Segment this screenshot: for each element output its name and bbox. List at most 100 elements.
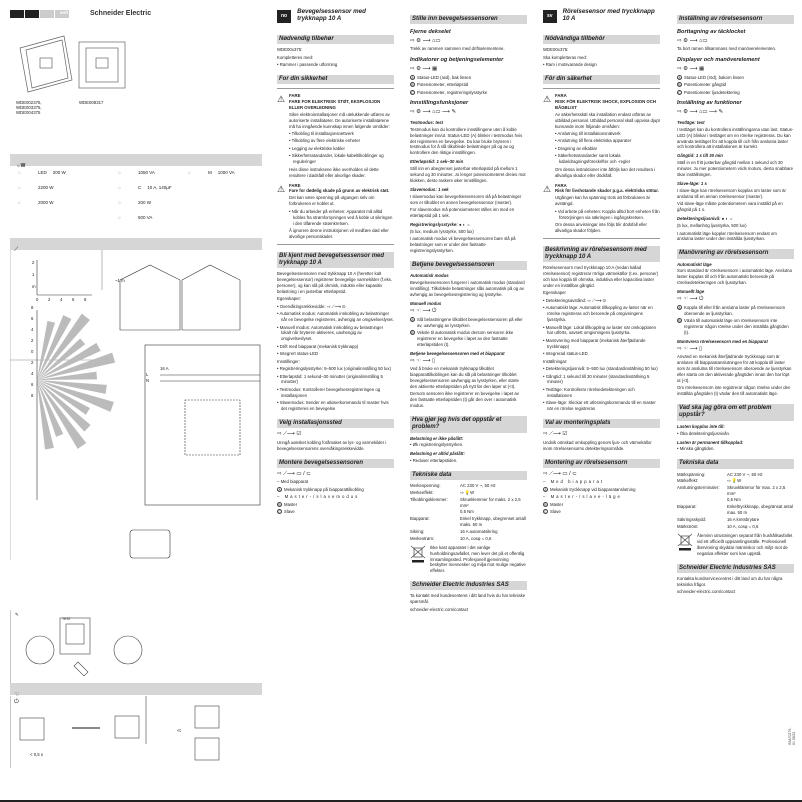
paragraph-heading: Lasten är permanent tillkopplad: [677,439,744,445]
axis-tick: 6 [72,297,75,302]
detection-zone [37,380,107,394]
paragraph: Undvik oönskad omkoppling genom ljus- oc… [543,439,652,451]
axis-tick: 0 [31,349,34,354]
list-item: Detekteringsavstånd: ⇨ ⟋⟶ ⊙ [543,298,660,304]
paragraph: Unngå uønsket kobling forårsaket av lys-… [277,439,387,451]
paragraph: Trekk av rammen sammen med driftselement… [410,46,505,52]
warning-text: Om dessa anvisningar inte följs blir död… [555,222,647,233]
detection-zone [37,380,90,415]
paragraph-heading: Automatiskt läge [677,261,712,267]
list-item: Etterløpstid: 1 sekund–30 minutter (orig… [277,374,394,386]
section-heading: För din säkerhet [543,74,660,85]
list-item: Integrert status-LED [277,351,394,357]
tech-data-row: Merkeeffekt:⇨ 💡W [410,490,527,496]
press-time-label: < 0,5 s [30,752,44,757]
settings-diagram [10,610,143,685]
paragraph-heading: Belastning er alltid påslått: [410,451,465,457]
load-row: ◌200 W [118,200,228,205]
axis-tick: 8 [31,393,34,398]
axis-tick: 2 [31,338,34,343]
paragraph: Använd en mekanisk återfjädrande tryckkn… [677,354,792,384]
procedure-symbols: ⇨ ⟋⟶ ☑ [543,431,568,438]
callout-marker: B [543,501,548,507]
warning-text: Av säkerhetsskäl ska installation endast… [555,111,660,129]
procedure-symbols: ⇨ ⚙ ⟶ ⌂▭ [677,37,708,44]
fluorescent-tube-icon: ◌ [118,170,121,175]
section-heading: For din sikkerhet [277,74,394,85]
section-heading: Val av monteringsplats [543,419,660,429]
callout-text: Master [550,501,564,507]
detection-zone [37,380,91,432]
detection-zone [37,380,54,450]
procedure-symbols: ⇨ ⚙ ⟶ ⌂▭ [410,37,441,44]
load-value: 200 W [52,170,66,175]
tech-data-row: Säkringsskydd:16 A kretsbrytare [677,517,794,523]
tech-data-value: ⇨ 💡W [727,478,742,484]
axis-tick: 2 [32,260,35,265]
tech-data-row: Biapparat:Enkeltryckknapp, obegränsat an… [677,504,794,516]
procedure-symbols: ⇨ ☜ ⟶ ⏻ [677,296,704,303]
callout-text: Koppla till eller från anslutna laster p… [684,304,786,316]
hand-press-icon: ☜ [14,692,20,698]
weee-notice: Återvinn utrustningen separat från hushå… [677,533,794,557]
callout-text: Slå belastningene tilkoblet bevegelsesse… [417,316,523,328]
tech-data-label: Biapparat: [410,516,430,521]
halogen-lamp-icon: ◌ [18,200,21,205]
motor-icon: ◌ [188,170,191,175]
list-item: Säkerhetsstandarder samt lokala kabeldra… [543,153,660,165]
list-item: Dragning av elkablar [543,146,660,152]
section-heading: Beskrivning av rörelsesensorn med tryckk… [543,245,660,263]
axis-tick: m [32,284,36,289]
paragraph: Innstillinger: [277,358,300,364]
paragraph-heading: Lasten kopplas inte till: [677,423,725,429]
language-tab[interactable] [40,10,54,18]
tech-data-row: Märkström:10 A, cosφ = 0,6 [677,524,794,530]
axis-tick: 6 [31,382,34,387]
danger-warning: FARE FARE FOR ELEKTRISK STØT, EKSPLOSJON… [277,93,394,111]
callout-text: Slave [550,509,561,515]
product-refs-a: WDE002375, WDE003375, WDE004375 [16,100,42,115]
paragraph: Ska kompletteras med: [543,54,587,60]
axis-tick: 8 [84,297,87,302]
mode-label: – Master-/slave-läge [543,494,622,500]
warning-text: Å ignorere denne instruksjonen vil medfø… [289,227,389,239]
product-ref-b: WDE008317 [79,100,104,105]
callout-text: Mekanisk trykknapp på biapparattilkoblin… [284,486,364,492]
load-value: 10 A, 140µF [147,185,172,190]
language-tab[interactable] [10,10,24,18]
list-item: Automatisk modus: Automatisk innkobling … [277,311,394,323]
tech-data-value: 16 A kretsbrytare [727,517,760,522]
load-value: 2200 W [38,185,54,190]
schneider-logo: Schneider Electric [90,10,152,17]
tech-data-row: Sikring:16 A automatsikring [410,529,527,535]
procedure-symbols: ⇨ ⚙ ⟶ ⌂▭ ⟶ ✎ [677,109,724,116]
load-value: 1000 VA [217,170,235,175]
subsection-heading: Displayer och manöverelement [677,57,760,64]
callout-text: Status-LED (röd), bakom linsen [684,74,744,80]
callout-text: Potensiometer, registreringslysstyrke [417,89,488,95]
weee-notice: Ikke kast apparatet i det vanlige hushol… [410,545,527,575]
subsection-heading: Inställning av funktioner [677,100,742,107]
paragraph-heading: Betjene bevegelsessensoren med et biappa… [410,350,505,356]
list-item: Sikkerhetsstandarder, lokale kabeltilkob… [277,153,394,165]
tech-data-value: 16 A automatsikring [460,528,498,534]
load-row: ◌2000 W [18,200,128,205]
procedure-symbols: ⇨ ⚙ ⟶ ⌂▭ ⟶ ✎ [410,109,457,116]
list-item: Manuellt läge: Lokal tillkoppling av las… [543,325,660,337]
list-item: Slave-läge: Skickar ett utlösningskomman… [543,400,660,412]
tech-data-value: 10 A, cosφ = 0,6 [460,535,492,541]
load-row: ◌2200 W [18,185,128,190]
detection-zone [37,342,101,380]
divider [543,237,660,239]
language-tab[interactable]: enfi [55,10,69,18]
callout-marker: A [410,316,415,322]
language-tab[interactable] [25,10,39,18]
